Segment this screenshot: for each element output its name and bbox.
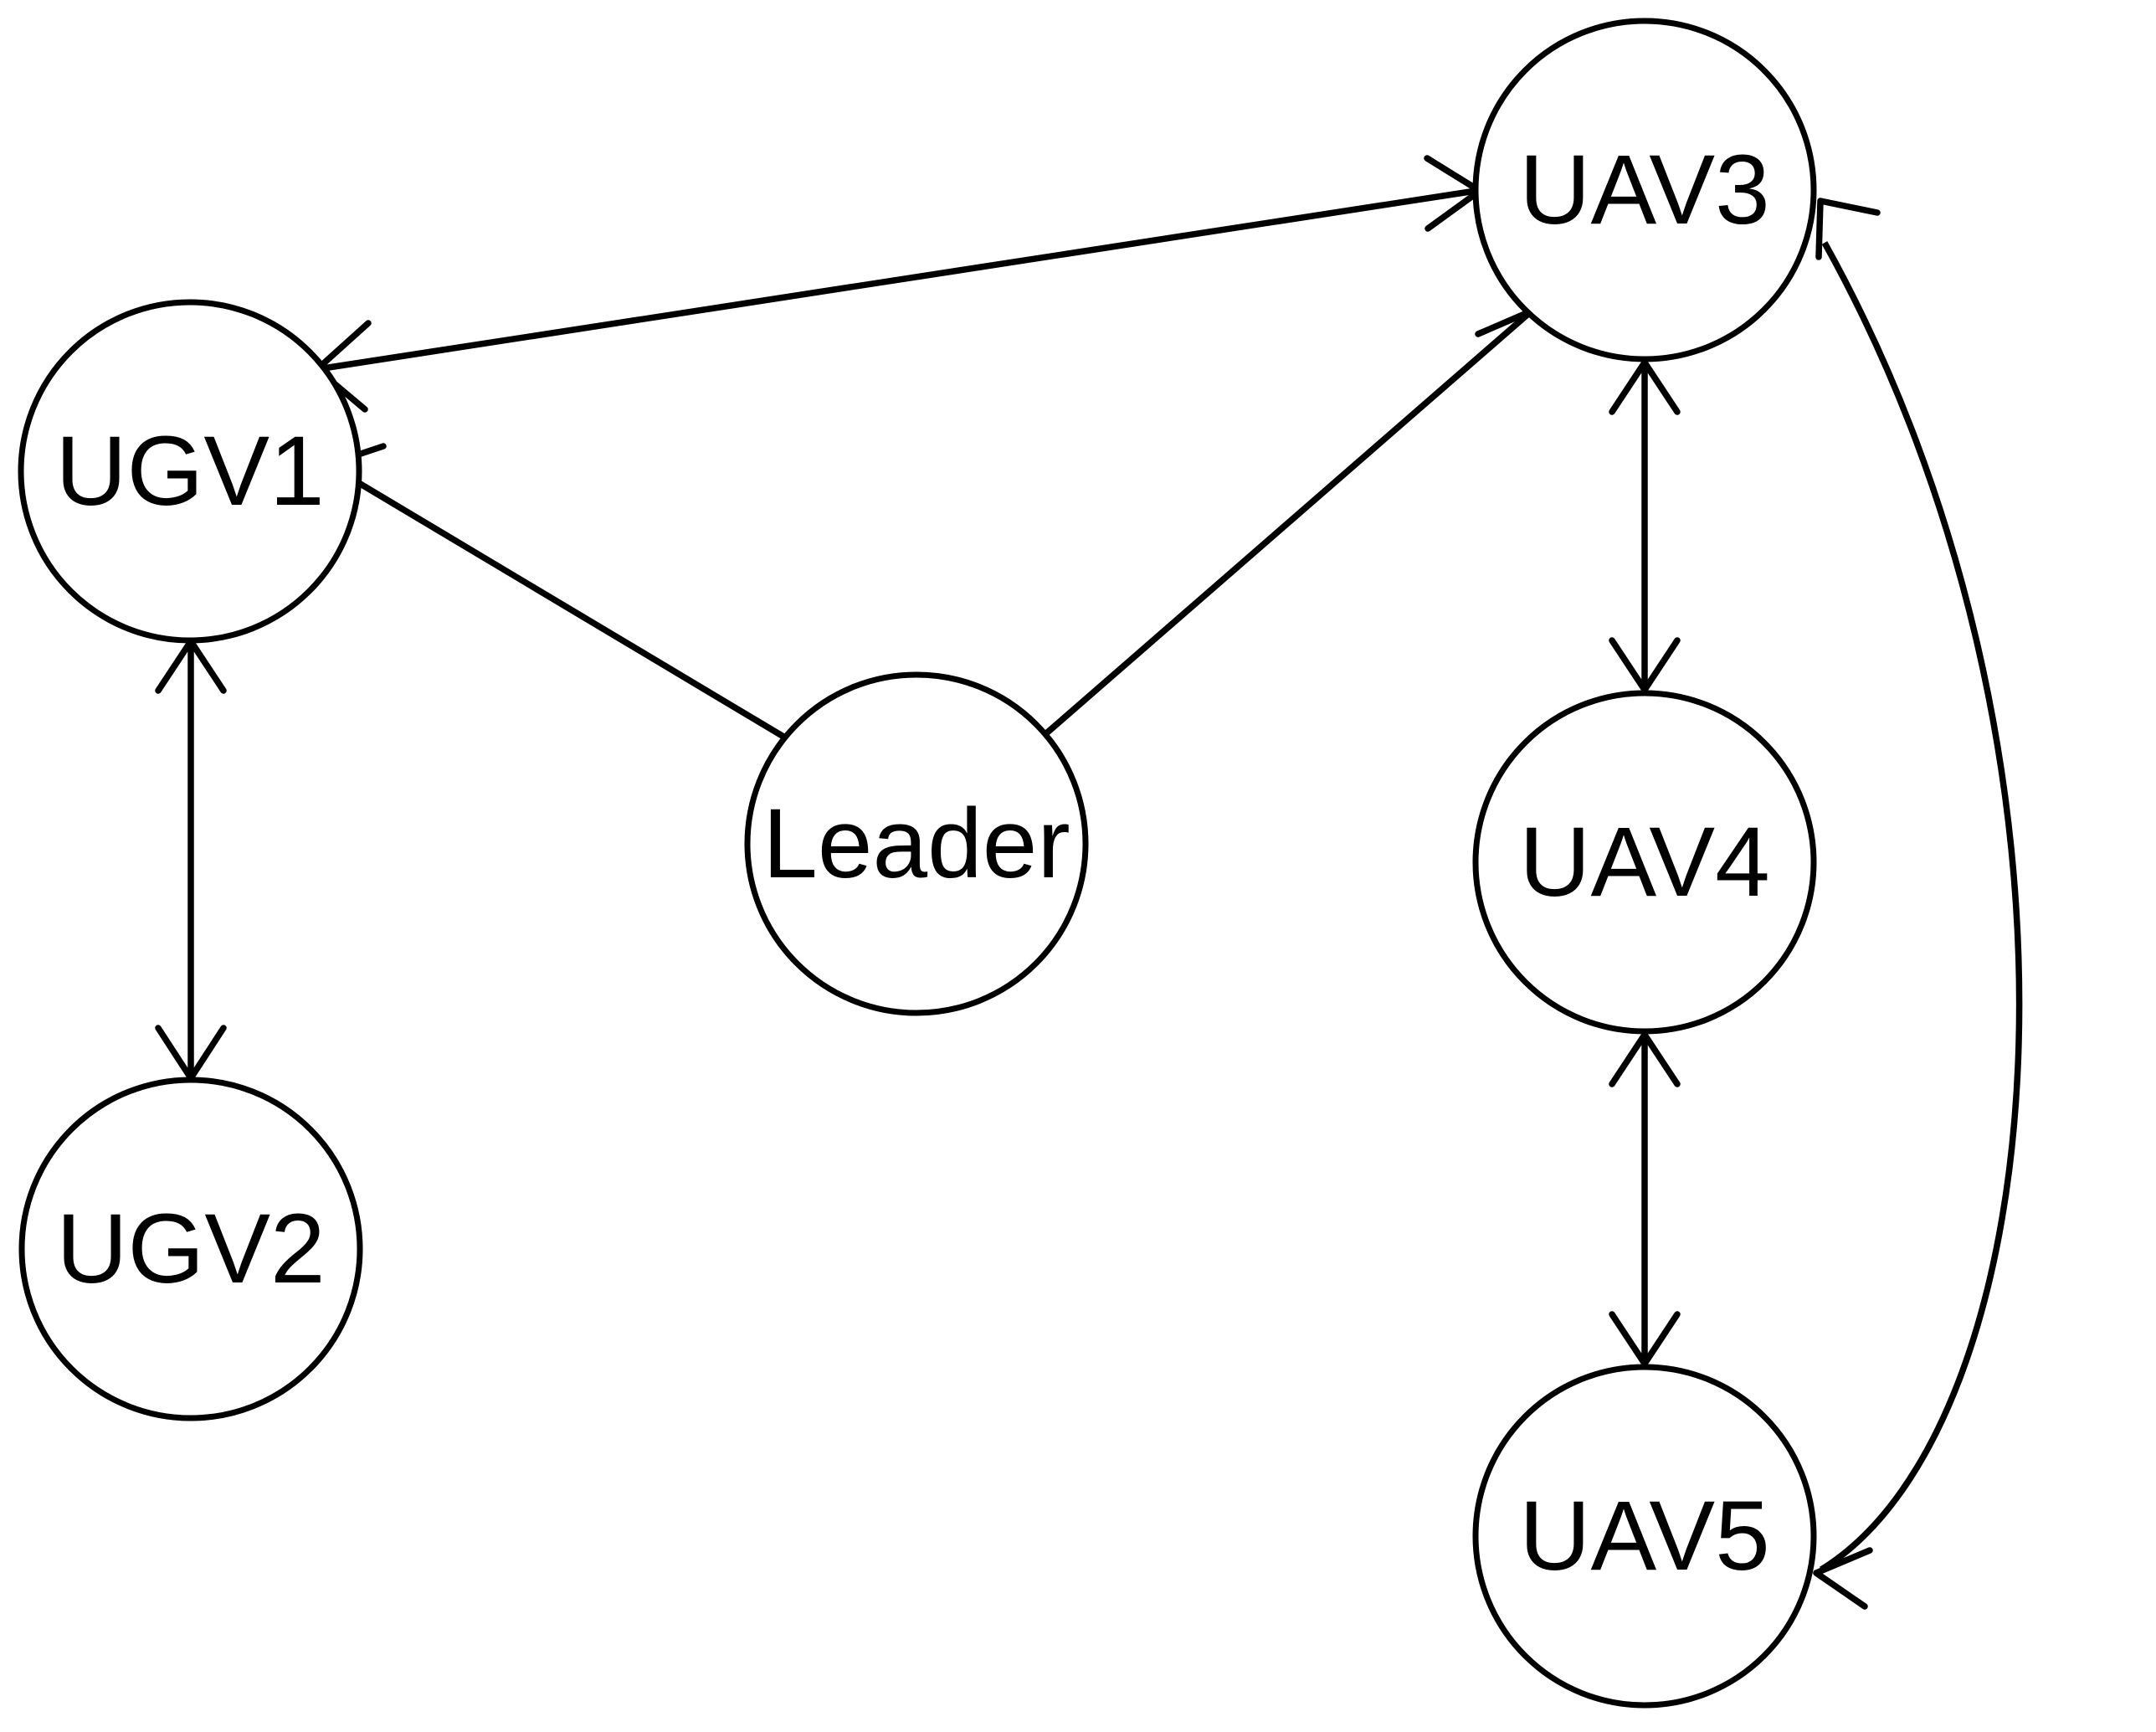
edge-uav5-uav3[interactable] (1813, 198, 2023, 1610)
edge-ugv1-uav3[interactable] (314, 155, 1483, 413)
node-uav3[interactable]: UAV3 (1472, 18, 1817, 362)
edge-layer (155, 155, 2023, 1610)
node-uav3-label: UAV3 (1519, 135, 1770, 245)
node-ugv1-label: UGV1 (55, 416, 324, 527)
edge-leader-uav3[interactable] (1043, 254, 1536, 737)
node-uav4-circle (1472, 690, 1817, 1035)
node-uav5-label: UAV5 (1519, 1481, 1770, 1591)
edge-leader-ugv1[interactable] (325, 443, 787, 741)
edge-uav5-uav3-arrowhead-at-uav3 (1815, 198, 1881, 260)
edge-uav5-uav3-curve (1820, 241, 2023, 1573)
edge-leader-uav3-line (1043, 311, 1531, 737)
node-uav3-circle (1472, 18, 1817, 362)
node-layer: UGV1 UGV2 Leader UAV3 UAV4 UAV5 (18, 18, 1817, 1709)
node-uav5-circle (1472, 1364, 1817, 1709)
node-ugv2-label: UGV2 (56, 1194, 325, 1304)
edge-ugv1-ugv2[interactable] (155, 638, 227, 1082)
edge-uav4-uav5-arrowhead-at-uav5 (1609, 1311, 1681, 1367)
node-uav4[interactable]: UAV4 (1472, 690, 1817, 1035)
edge-uav3-uav4-arrowhead-at-uav3 (1609, 359, 1681, 415)
edge-uav3-uav4[interactable] (1609, 359, 1681, 693)
edge-uav4-uav5[interactable] (1609, 1031, 1681, 1367)
edge-uav4-uav5-arrowhead-at-uav4 (1609, 1031, 1681, 1087)
node-ugv2[interactable]: UGV2 (18, 1077, 363, 1421)
node-leader-circle (744, 671, 1089, 1016)
node-uav4-label: UAV4 (1519, 807, 1770, 917)
edge-ugv1-uav3-line (322, 188, 1476, 372)
edge-uav3-uav4-arrowhead-at-uav4 (1609, 637, 1681, 693)
node-leader-label: Leader (762, 789, 1070, 899)
node-ugv2-circle (18, 1077, 363, 1421)
edge-leader-ugv1-line (331, 464, 787, 741)
edge-uav5-uav3-arrowhead-at-uav5 (1813, 1547, 1873, 1610)
node-ugv1-circle (18, 299, 362, 644)
node-ugv1[interactable]: UGV1 (18, 299, 362, 644)
node-uav5[interactable]: UAV5 (1472, 1364, 1817, 1709)
node-leader[interactable]: Leader (744, 671, 1089, 1016)
